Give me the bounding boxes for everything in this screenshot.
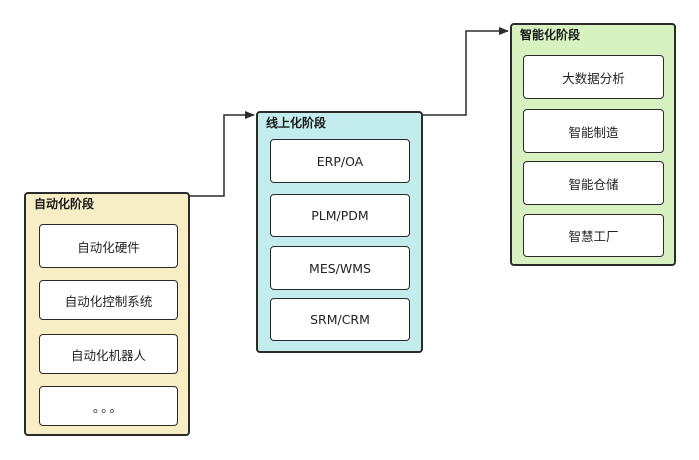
item-automation-hardware: 自动化硬件 — [39, 224, 178, 268]
item-online-erp-oa: ERP/OA — [270, 139, 410, 183]
item-automation-control-system: 自动化控制系统 — [39, 280, 178, 320]
item-smart-big-data: 大数据分析 — [523, 55, 664, 99]
stage-title-automation: 自动化阶段 — [34, 197, 95, 211]
item-automation-robot: 自动化机器人 — [39, 334, 178, 374]
stage-smart: 智能化阶段 大数据分析 智能制造 智能仓储 智慧工厂 — [510, 23, 676, 266]
stage-online: 线上化阶段 ERP/OA PLM/PDM MES/WMS SRM/CRM — [256, 111, 423, 353]
item-online-srm-crm: SRM/CRM — [270, 298, 410, 341]
item-online-plm-pdm: PLM/PDM — [270, 194, 410, 237]
arrow-online-to-smart — [423, 27, 509, 116]
stage-automation: 自动化阶段 自动化硬件 自动化控制系统 自动化机器人 。。。 — [24, 192, 190, 436]
stage-title-smart: 智能化阶段 — [520, 28, 581, 42]
arrow-automation-to-online — [190, 111, 255, 197]
item-smart-warehousing: 智能仓储 — [523, 161, 664, 205]
item-smart-manufacturing: 智能制造 — [523, 109, 664, 153]
item-smart-factory: 智慧工厂 — [523, 214, 664, 257]
item-automation-ellipsis: 。。。 — [39, 386, 178, 426]
item-online-mes-wms: MES/WMS — [270, 246, 410, 290]
stage-title-online: 线上化阶段 — [266, 116, 327, 130]
